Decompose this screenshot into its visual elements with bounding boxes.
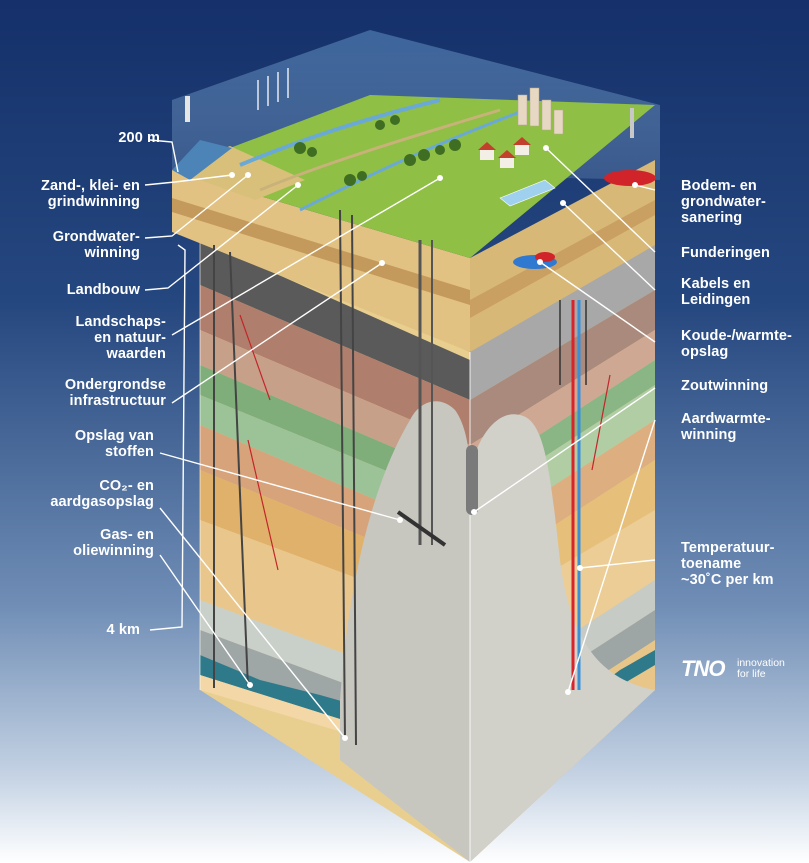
label-aardwarmtewinning: Aardwarmte- winning <box>681 411 771 443</box>
label-kabels-leidingen: Kabels en Leidingen <box>681 276 751 308</box>
label-funderingen: Funderingen <box>681 245 770 261</box>
tno-tagline: innovation for life <box>737 657 785 680</box>
label-koude-warmteopslag: Koude-/warmte- opslag <box>681 328 792 360</box>
label-depth-200: 200 m <box>118 130 160 146</box>
label-depth-4km: 4 km <box>106 622 140 638</box>
label-ondergrondse-infrastructuur: Ondergrondse infrastructuur <box>64 377 166 409</box>
label-gas-oliewinning: Gas- en oliewinning <box>73 527 154 559</box>
label-grondwaterwinning: Grondwater- winning <box>52 229 140 261</box>
label-zand-klei-grindwinning: Zand-, klei- en grindwinning <box>41 178 140 210</box>
label-landschaps-natuurwaarden: Landschaps- en natuur- waarden <box>75 314 166 362</box>
label-landbouw: Landbouw <box>66 282 140 298</box>
label-zoutwinning: Zoutwinning <box>681 378 769 394</box>
leader-lines <box>144 147 656 739</box>
label-co2-aardgasopslag: CO₂- en aardgasopslag <box>50 478 154 510</box>
leader-dots <box>229 145 638 741</box>
label-temperatuurtoename: Temperatuur- toename ~30˚C per km <box>681 540 775 588</box>
label-bodem-grondwatersanering: Bodem- en grondwater- sanering <box>681 178 766 226</box>
right-face-strata <box>470 240 655 862</box>
wells <box>213 209 611 746</box>
depth-brackets <box>149 139 186 631</box>
tno-logo: TNO innovation for life <box>681 656 796 684</box>
tno-wordmark: TNO <box>681 656 725 681</box>
label-opslag-van-stoffen: Opslag van stoffen <box>74 428 154 460</box>
